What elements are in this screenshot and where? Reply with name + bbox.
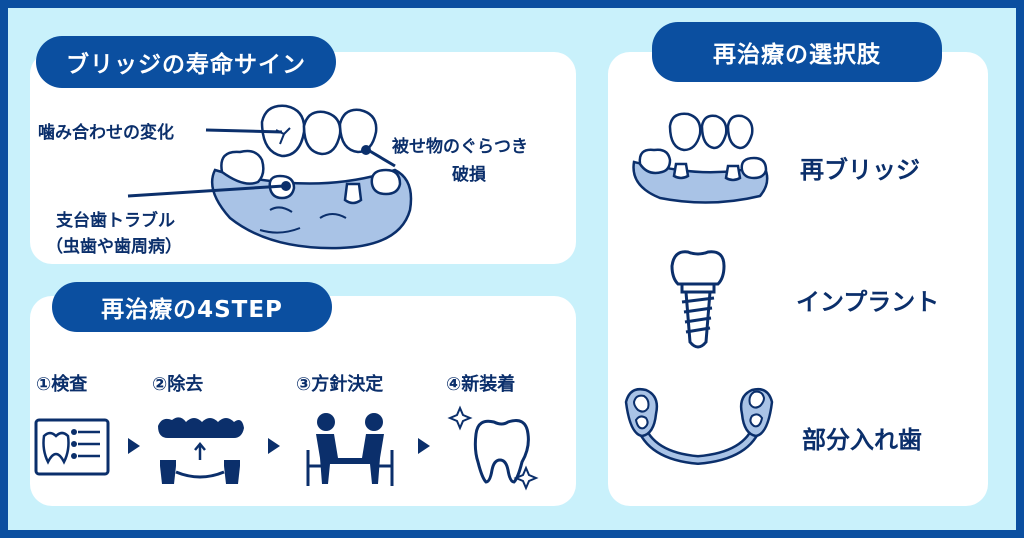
arrow-right-icon: [128, 438, 140, 454]
step-3-label: ③方針決定: [296, 374, 384, 395]
label-crown-loose: 被せ物のぐらつき: [392, 137, 528, 157]
bridge-illustration: [127, 104, 413, 250]
label-abutment-trouble: 支台歯トラブル: [56, 211, 175, 231]
crown-marker-dot: [361, 145, 371, 155]
step-2-label: ②除去: [152, 374, 204, 395]
bridge-icon: [632, 112, 769, 204]
implant-icon: [670, 250, 726, 349]
option-implant: インプラント: [796, 288, 940, 316]
option-partial-denture: 部分入れ歯: [802, 426, 922, 454]
sparkle-tooth-icon: [447, 405, 539, 491]
step-4-label: ④新装着: [446, 374, 516, 395]
arrow-right-icon: [268, 438, 280, 454]
step-1-label: ①検査: [36, 374, 88, 395]
option-rebridge: 再ブリッジ: [800, 156, 920, 184]
xray-monitor-icon: [34, 418, 110, 476]
abutment-marker-dot: [281, 181, 291, 191]
label-abutment-detail: （虫歯や歯周病）: [46, 237, 182, 257]
partial-denture-icon: [624, 388, 774, 466]
consultation-icon: [306, 413, 394, 486]
label-bite-change: 噛み合わせの変化: [38, 123, 174, 143]
steps-title: 再治療の4STEP: [52, 282, 332, 332]
arrow-right-icon: [418, 438, 430, 454]
signs-title: ブリッジの寿命サイン: [36, 36, 336, 88]
options-title: 再治療の選択肢: [652, 22, 942, 82]
label-crown-broken: 破損: [452, 165, 486, 185]
bridge-removal-icon: [158, 417, 244, 484]
